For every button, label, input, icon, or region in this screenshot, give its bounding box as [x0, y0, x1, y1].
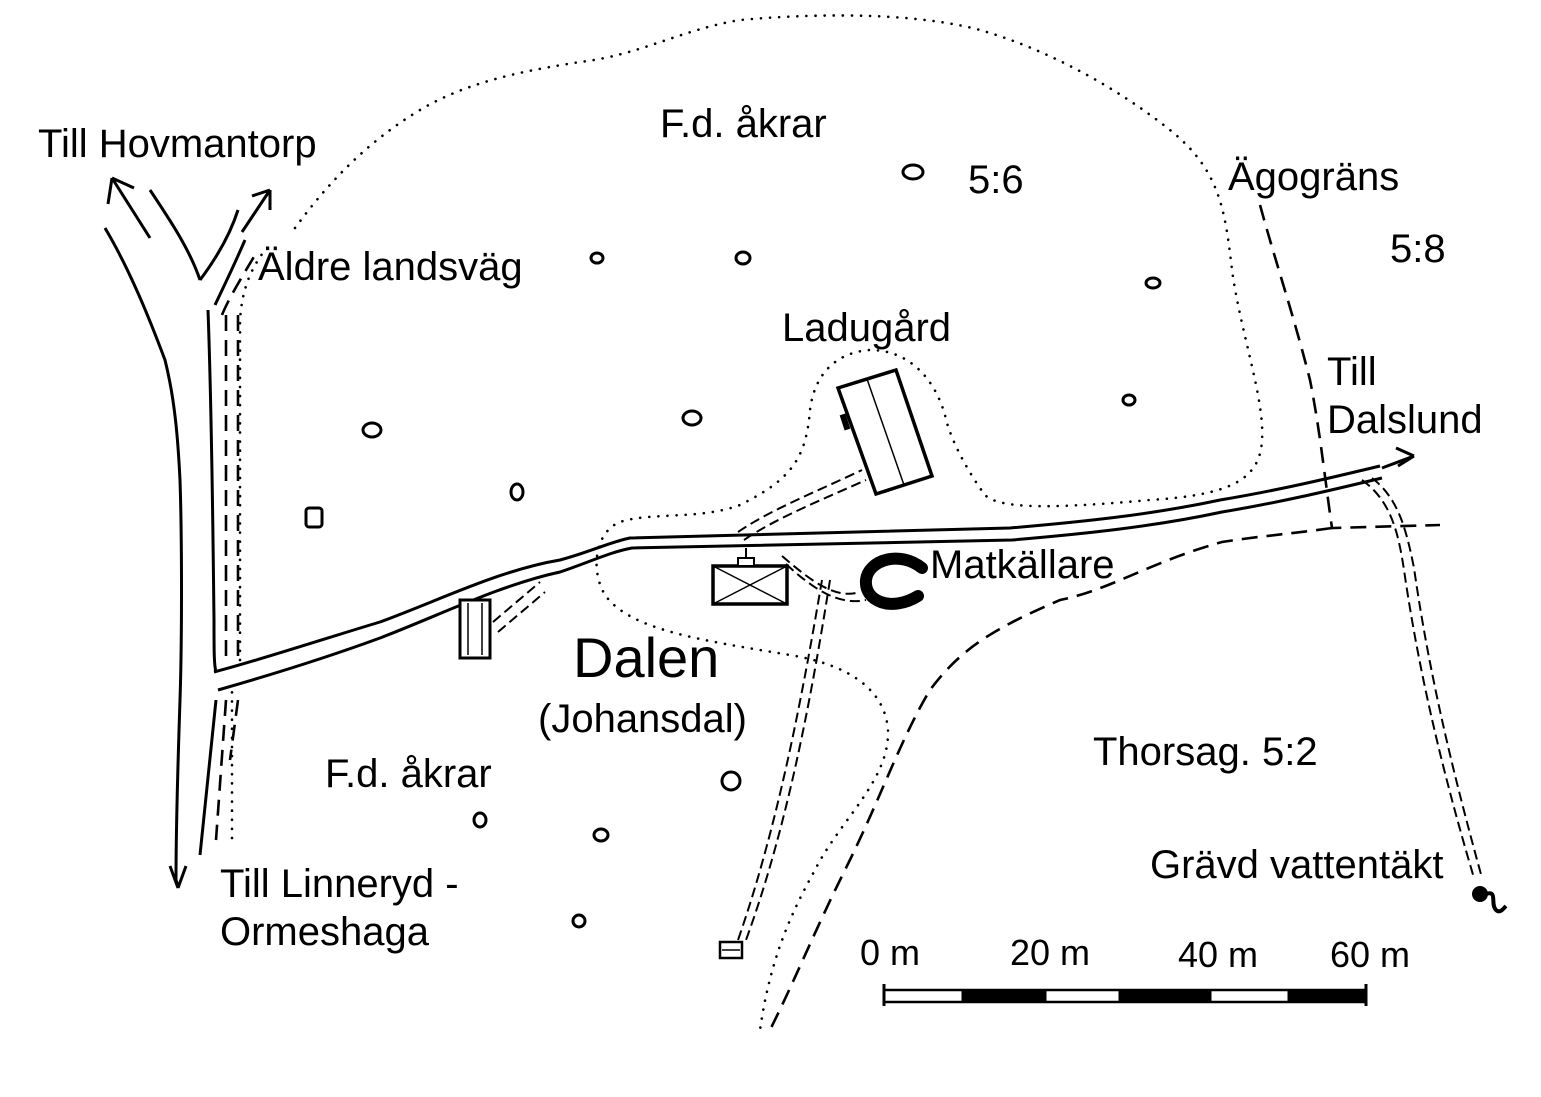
scale-label-40: 40 m: [1178, 934, 1258, 975]
footpaths: [492, 469, 1483, 941]
outbuilding: [458, 598, 492, 660]
property-boundary: [768, 204, 1441, 1031]
label-dalen: Dalen: [573, 626, 719, 689]
label-agograns: Ägogräns: [1228, 155, 1399, 199]
label-aldre-landsvag: Äldre landsväg: [258, 245, 523, 289]
label-johansdal: (Johansdal): [538, 697, 747, 741]
label-till-linneryd-2: Ormeshaga: [220, 910, 430, 954]
matkallare-symbol: [860, 552, 928, 610]
label-till-dalslund-1: Till: [1327, 350, 1377, 394]
label-matkallare: Matkällare: [930, 543, 1115, 587]
label-thorsag: Thorsag. 5:2: [1093, 730, 1318, 774]
label-parcel-5-8: 5:8: [1390, 227, 1446, 271]
label-fd-akrar-south: F.d. åkrar: [325, 752, 492, 796]
scale-label-60: 60 m: [1330, 934, 1410, 975]
dwelling-house: [711, 548, 789, 606]
well-symbol: [1472, 886, 1508, 914]
scale-label-0: 0 m: [860, 932, 920, 973]
older-road-dashed: [214, 249, 260, 841]
label-gravd-vattentakt: Grävd vattentäkt: [1150, 843, 1443, 887]
label-parcel-5-6: 5:6: [968, 158, 1024, 202]
map-labels: Till Hovmantorp F.d. åkrar 5:6 Ägogräns …: [38, 102, 1483, 954]
main-road: [103, 189, 1383, 881]
small-structure: [718, 940, 744, 960]
stones: [304, 163, 1162, 929]
label-ladugard: Ladugård: [782, 306, 951, 350]
scale-bar: 0 m 20 m 40 m 60 m: [860, 932, 1410, 1006]
ladugard-building: [835, 367, 935, 497]
label-till-linneryd-1: Till Linneryd -: [220, 862, 459, 906]
label-fd-akrar-north: F.d. åkrar: [660, 102, 827, 146]
label-till-hovmantorp: Till Hovmantorp: [38, 122, 317, 166]
direction-arrows: [106, 176, 1415, 889]
scale-label-20: 20 m: [1010, 932, 1090, 973]
label-till-dalslund-2: Dalslund: [1327, 398, 1483, 442]
field-boundary-dotted: [230, 14, 1264, 1032]
